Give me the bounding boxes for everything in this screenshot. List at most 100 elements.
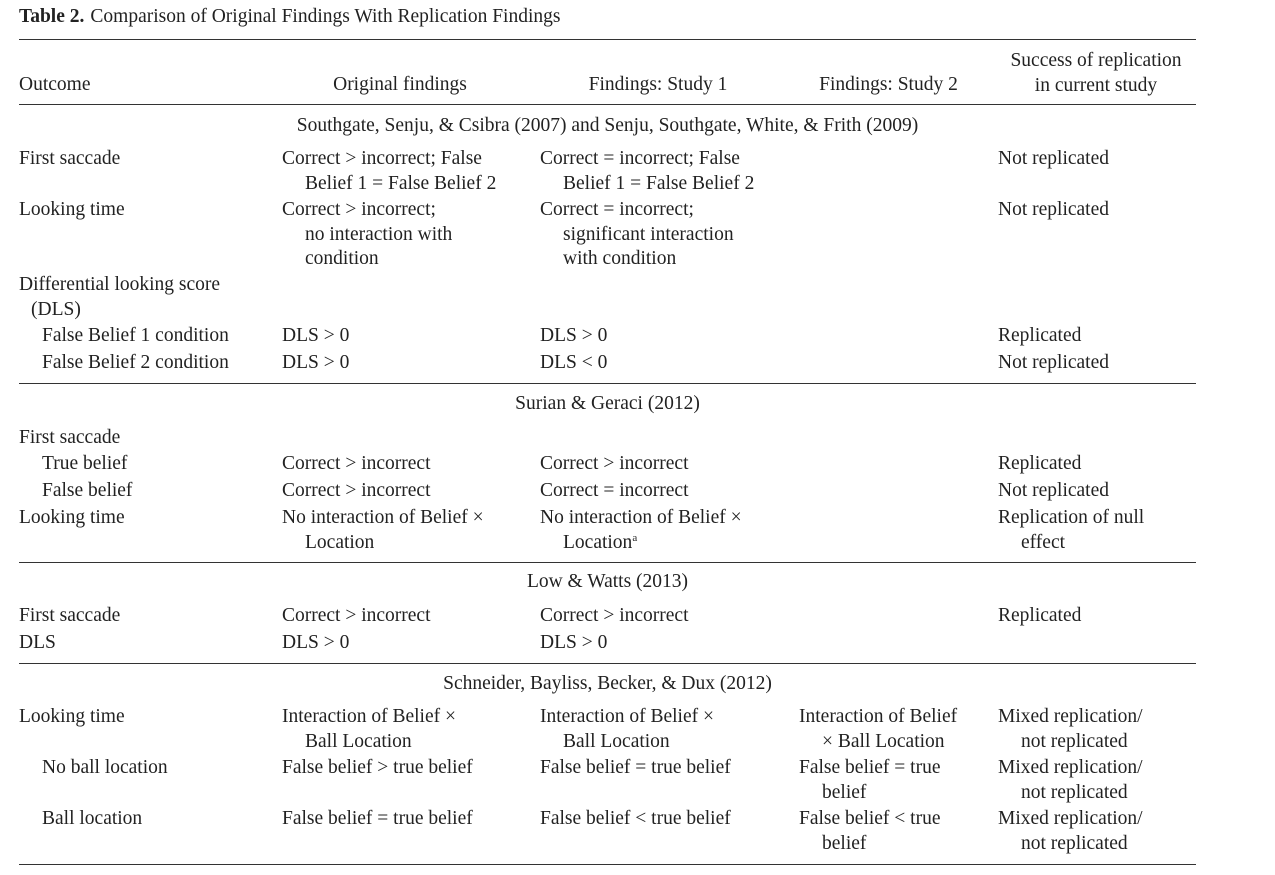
cell-line: False belief = true belief <box>540 757 731 778</box>
cell-line: DLS > 0 <box>282 352 350 373</box>
cell-line: Location <box>305 531 375 553</box>
cell-success: Mixed replication/not replicated <box>998 756 1143 805</box>
section-title: Low & Watts (2013) <box>526 571 689 592</box>
header-study2: Findings: Study 2 <box>819 74 958 95</box>
cell-line: Not replicated <box>998 480 1109 501</box>
table-title: Comparison of Original Findings With Rep… <box>90 6 561 27</box>
cell-study1: Correct = incorrect <box>540 479 689 504</box>
cell-study1: False belief = true belief <box>540 756 731 781</box>
footnote-marker: a <box>632 531 638 544</box>
cell-line: Belief 1 = False Belief 2 <box>563 172 755 194</box>
cell-outcome: No ball location <box>42 756 168 781</box>
cell-line: Ball Location <box>305 730 412 752</box>
section-title: Schneider, Bayliss, Becker, & Dux (2012) <box>443 673 772 694</box>
cell-success: Replicated <box>998 604 1081 629</box>
cell-study1: No interaction of Belief ×Locationa <box>540 506 742 555</box>
cell-study1: DLS < 0 <box>540 351 607 376</box>
section-rule <box>19 864 1196 865</box>
cell-success: Not replicated <box>998 147 1109 172</box>
cell-line: with condition <box>563 248 677 269</box>
cell-line: Not replicated <box>998 199 1109 220</box>
cell-outcome: False belief <box>42 479 132 504</box>
cell-success: Not replicated <box>998 351 1109 376</box>
cell-study1: False belief < true belief <box>540 807 731 832</box>
cell-study1: Interaction of Belief ×Ball Location <box>540 705 714 754</box>
cell-line: First saccade <box>19 605 121 626</box>
cell-line: Looking time <box>19 706 125 727</box>
cell-line: First saccade <box>19 148 121 169</box>
cell-original: False belief = true belief <box>282 807 473 832</box>
cell-line: DLS > 0 <box>282 632 350 653</box>
cell-line: Looking time <box>19 199 125 220</box>
cell-line: Correct > incorrect <box>282 480 431 501</box>
section-rule <box>19 663 1196 664</box>
cell-original: Correct > incorrect <box>282 479 431 504</box>
cell-line: False belief > true belief <box>282 757 473 778</box>
cell-line: No interaction of Belief × <box>540 507 742 528</box>
cell-outcome: Ball location <box>42 807 142 832</box>
cell-line: False belief < true <box>799 808 941 829</box>
cell-line: not replicated <box>1021 730 1128 752</box>
cell-line: True belief <box>42 453 128 474</box>
cell-line: Correct > incorrect; False <box>282 148 482 169</box>
cell-study2: False belief = true belief <box>799 756 941 805</box>
cell-outcome: False Belief 1 condition <box>42 324 229 349</box>
cell-study1: DLS > 0 <box>540 324 607 349</box>
cell-outcome: Looking time <box>19 705 125 730</box>
table-caption: Table 2.Comparison of Original Findings … <box>19 6 561 28</box>
cell-outcome: DLS <box>19 631 56 656</box>
cell-study1: Correct > incorrect <box>540 452 689 477</box>
cell-line: belief <box>822 832 867 854</box>
section-rule <box>19 562 1196 563</box>
header-study1: Findings: Study 1 <box>588 74 728 95</box>
cell-line: No interaction of Belief × <box>282 507 484 528</box>
header-success-line1: Success of replication <box>1010 50 1182 71</box>
cell-line: Correct = incorrect; False <box>540 148 740 169</box>
cell-line: DLS > 0 <box>540 632 608 653</box>
section-title: Surian & Geraci (2012) <box>515 393 700 414</box>
cell-study1: Correct = incorrect;significant interact… <box>540 198 734 272</box>
cell-outcome: Looking time <box>19 506 125 531</box>
top-rule <box>19 39 1196 40</box>
cell-line: False belief = true belief <box>282 808 473 829</box>
cell-line: False belief < true belief <box>540 808 731 829</box>
cell-original: DLS > 0 <box>282 324 349 349</box>
header-rule <box>19 104 1196 105</box>
cell-original: No interaction of Belief × Location <box>282 506 484 555</box>
cell-line: Correct > incorrect <box>282 605 431 626</box>
cell-line: Correct > incorrect <box>540 605 689 626</box>
cell-original: DLS > 0 <box>282 351 349 376</box>
cell-line: no interaction with <box>305 223 453 245</box>
cell-line: Mixed replication/ <box>998 757 1143 778</box>
cell-line: (DLS) <box>31 298 81 320</box>
cell-line: Correct = incorrect <box>540 480 689 501</box>
cell-line: Replication of null <box>998 507 1145 528</box>
cell-line: Replicated <box>998 605 1082 626</box>
cell-line: Correct = incorrect; <box>540 199 694 220</box>
cell-line: Mixed replication/ <box>998 808 1143 829</box>
cell-line: False Belief 1 condition <box>42 325 229 346</box>
cell-line: Not replicated <box>998 148 1109 169</box>
cell-line: condition <box>305 248 379 269</box>
cell-line: Interaction of Belief × <box>540 706 714 727</box>
cell-line: Not replicated <box>998 352 1109 373</box>
cell-original: Correct > incorrect <box>282 452 431 477</box>
cell-line: belief <box>822 781 867 803</box>
cell-outcome: First saccade <box>19 426 120 451</box>
cell-line: Ball location <box>42 808 143 829</box>
cell-line: not replicated <box>1021 781 1128 803</box>
cell-line: False belief = true <box>799 757 941 778</box>
header-outcome: Outcome <box>19 74 91 95</box>
cell-success: Not replicated <box>998 198 1109 223</box>
cell-study2: False belief < true belief <box>799 807 941 856</box>
cell-line: Replicated <box>998 453 1082 474</box>
cell-line: DLS < 0 <box>540 352 608 373</box>
section-rule <box>19 383 1196 384</box>
table-label: Table 2. <box>19 6 85 27</box>
cell-success: Replicated <box>998 452 1081 477</box>
